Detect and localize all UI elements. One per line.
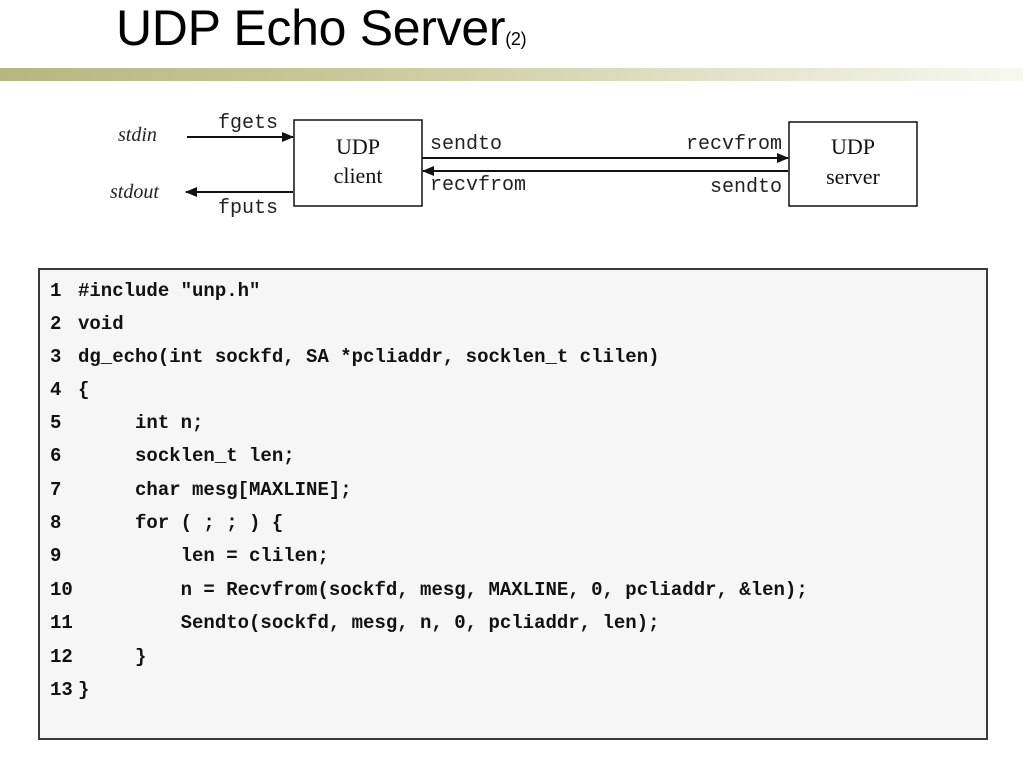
line-text: socklen_t len; — [78, 445, 295, 467]
line-text: #include "unp.h" — [78, 280, 261, 302]
code-line: 4{ — [50, 374, 89, 407]
code-line: 2 void — [50, 308, 124, 341]
line-text: } — [78, 646, 147, 668]
code-line: 10 n = Recvfrom(sockfd, mesg, MAXLINE, 0… — [50, 574, 808, 607]
line-number: 13 — [50, 679, 73, 701]
line-number: 7 — [50, 479, 62, 501]
line-text: { — [78, 379, 90, 401]
code-line: 1 #include "unp.h" — [50, 275, 260, 308]
slide-title-text: UDP Echo Server — [116, 0, 506, 56]
server-recvfrom-label: recvfrom — [686, 133, 782, 156]
code-line: 12 } — [50, 641, 146, 674]
line-number: 4 — [50, 379, 62, 401]
server-box-line1: UDP — [831, 134, 875, 159]
stdout-label: stdout — [110, 181, 159, 203]
line-text: for ( ; ; ) { — [78, 512, 284, 534]
line-number: 12 — [50, 646, 73, 668]
line-text: n = Recvfrom(sockfd, mesg, MAXLINE, 0, p… — [78, 579, 808, 601]
line-text: } — [78, 679, 90, 701]
server-box-line2: server — [826, 164, 880, 189]
client-sendto-label: sendto — [430, 133, 502, 156]
title-underline-bar — [0, 68, 1023, 81]
line-text: void — [78, 313, 124, 335]
line-text: Sendto(sockfd, mesg, n, 0, pcliaddr, len… — [78, 612, 660, 634]
stdin-label: stdin — [118, 124, 157, 146]
code-listing: 1 #include "unp.h" 2 void 3 dg_echo(int soc… — [38, 268, 988, 740]
slide-title-suffix: (2) — [505, 29, 527, 49]
line-number: 8 — [50, 512, 62, 534]
code-line: 11 Sendto(sockfd, mesg, n, 0, pcliaddr, … — [50, 607, 660, 640]
fputs-label: fputs — [218, 197, 278, 220]
client-box-line2: client — [334, 163, 383, 188]
code-line: 5 int n; — [50, 407, 203, 440]
line-number: 2 — [50, 313, 62, 335]
line-number: 6 — [50, 445, 62, 467]
line-number: 5 — [50, 412, 62, 434]
line-text: dg_echo(int sockfd, SA *pcliaddr, sockle… — [78, 346, 660, 368]
slide-title: UDP Echo Server(2) — [116, 0, 527, 67]
udp-server-box — [788, 121, 918, 207]
code-line: 3 dg_echo(int sockfd, SA *pcliaddr, sockl… — [50, 341, 660, 374]
client-box-line1: UDP — [336, 134, 380, 159]
server-sendto-label: sendto — [710, 176, 782, 199]
client-recvfrom-label: recvfrom — [430, 174, 526, 197]
fgets-label: fgets — [218, 112, 278, 135]
code-line: 13} — [50, 674, 89, 707]
code-line: 7 char mesg[MAXLINE]; — [50, 474, 352, 507]
line-text: len = clilen; — [78, 545, 329, 567]
udp-client-server-diagram: stdin fgets stdout fputs UDP client UDP … — [100, 100, 930, 230]
code-line: 8 for ( ; ; ) { — [50, 507, 283, 540]
udp-client-box — [293, 119, 423, 207]
line-text: char mesg[MAXLINE]; — [78, 479, 352, 501]
code-line: 6 socklen_t len; — [50, 440, 295, 473]
line-number: 1 — [50, 280, 62, 302]
code-line: 9 len = clilen; — [50, 540, 329, 573]
line-text: int n; — [78, 412, 204, 434]
line-number: 10 — [50, 579, 73, 601]
line-number: 3 — [50, 346, 62, 368]
line-number: 9 — [50, 545, 62, 567]
line-number: 11 — [50, 612, 73, 634]
